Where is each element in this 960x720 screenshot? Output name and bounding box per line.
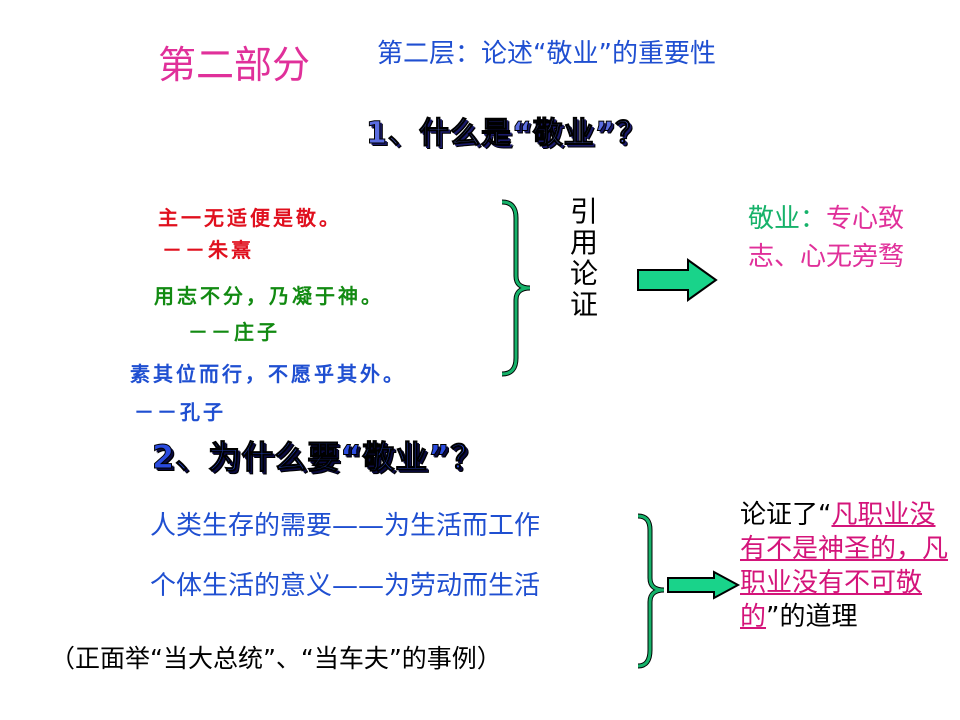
conclusion-highlight: 凡职业没有不是神圣的，凡职业没有不可敬的: [740, 500, 949, 632]
reason-row-1: 人类生存的需要——为生活而工作: [150, 511, 541, 541]
definition-label: 敬业：: [748, 204, 827, 234]
part-title: 第二部分: [158, 43, 311, 87]
citation-argument-label: 引 用 论 证: [569, 195, 598, 321]
quote-zhuangzi-author: －－庄子: [188, 320, 280, 344]
right-brace-icon: [637, 513, 665, 669]
quote-zhuangzi-text: 用志不分，乃凝于神。: [154, 284, 384, 308]
conclusion-text: 论证了“凡职业没有不是神圣的，凡职业没有不可敬的”的道理: [740, 500, 949, 632]
layer-title: 第二层：论述“敬业”的重要性: [377, 39, 716, 69]
definition-content: 专心致志、心无旁骛: [748, 204, 905, 272]
quote-zhuxi-author: －－朱熹: [162, 238, 254, 262]
right-arrow-icon: [637, 258, 718, 302]
example-note: （正面举“当大总统”、“当车夫”的事例）: [50, 644, 502, 673]
quote-kongzi-author: －－孔子: [134, 400, 226, 424]
question-1-heading: 1、什么是“敬业”？: [365, 116, 647, 152]
question-2-heading: 2、为什么要“敬业”？: [151, 438, 484, 477]
right-arrow-icon: [667, 570, 741, 600]
quote-zhuxi-text: 主一无适便是敬。: [158, 206, 342, 230]
quote-kongzi-text: 素其位而行，不愿乎其外。: [130, 362, 406, 386]
right-brace-icon: [501, 199, 531, 377]
respect-work-definition: 敬业：专心致志、心无旁骛: [748, 200, 928, 276]
reason-row-2: 个体生活的意义——为劳动而生活: [150, 571, 541, 601]
